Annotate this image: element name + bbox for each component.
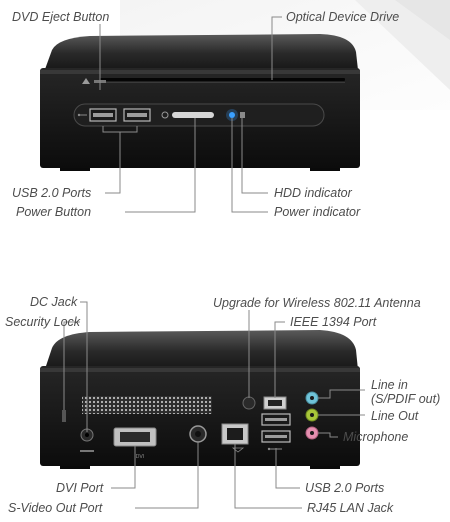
callout-line-usb-rear [275,448,300,489]
callout-line-ieee1394 [274,321,285,398]
callout-lines [63,16,365,509]
label-power-button: Power Button [16,205,92,219]
label-dvd-eject-button: DVD Eject Button [12,10,110,24]
callout-line-mic [318,432,338,438]
callout-line-hdd [241,118,268,194]
label-svideo-port: S-Video Out Port [8,501,103,515]
label-hdd-indicator: HDD indicator [274,186,352,200]
label-microphone: Microphone [343,430,409,444]
label-rear-usb-ports: USB 2.0 Ports [305,481,385,495]
callout-line-dvi [111,446,136,489]
label-dvi-port: DVI Port [56,481,104,495]
power-icon [161,111,169,119]
label-line-in: Line in [371,378,408,392]
callout-line-power-button [125,118,196,213]
label-power-indicator: Power indicator [274,205,361,219]
power-button[interactable] [172,112,214,118]
security-lock-slot [62,410,66,422]
callout-line-security [63,321,80,410]
label-front-usb-ports: USB 2.0 Ports [12,186,92,200]
rear-device: DVI [40,330,360,469]
label-optical-drive: Optical Device Drive [286,10,400,24]
callout-line-svideo [135,442,199,509]
label-dc-jack: DC Jack [30,295,78,309]
optical-drive-slot [100,78,345,81]
label-line-in-spdif: (S/PDIF out) [371,392,441,406]
power-indicator-led [229,112,235,118]
usb-icon [77,113,87,117]
antenna-port[interactable] [242,396,256,410]
label-wireless-antenna: Upgrade for Wireless 802.11 Antenna [213,296,421,310]
callout-line-line-in [318,389,365,399]
eject-icon [82,78,90,84]
callout-line-usb-stem [105,132,121,194]
hdd-indicator-icon [240,112,245,118]
callout-line-power-led [231,118,268,213]
label-line-out: Line Out [371,409,419,423]
svg-text:DVI: DVI [136,454,145,460]
callout-line-optical-drive [271,16,282,80]
label-security-lock: Security Lock [5,315,81,329]
vent-grille [82,396,212,414]
label-rj45: RJ45 LAN Jack [307,501,394,515]
callout-line-dc-jack [80,301,88,432]
front-device [40,34,360,171]
callout-line-rj45 [234,444,302,509]
label-ieee1394: IEEE 1394 Port [290,315,377,329]
